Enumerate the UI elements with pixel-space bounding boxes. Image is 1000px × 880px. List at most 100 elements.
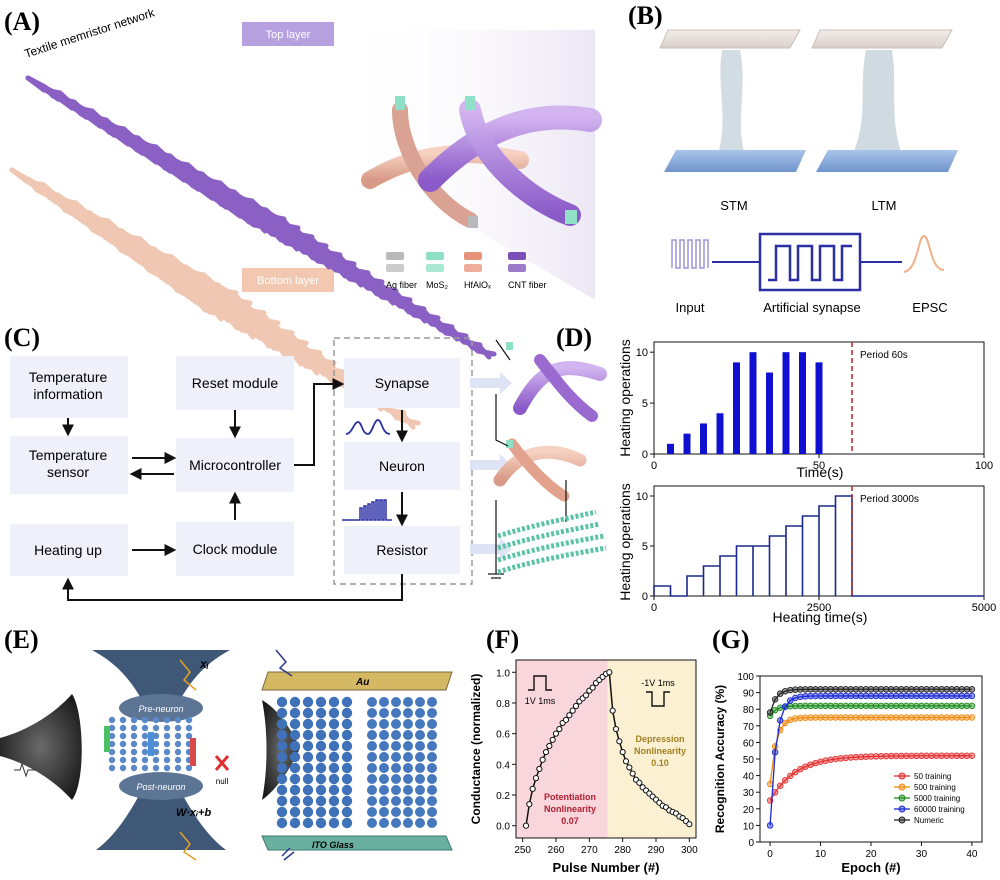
synapse-waveform <box>768 244 852 282</box>
xi-label: xᵢ <box>199 657 209 671</box>
series-point <box>862 753 870 760</box>
series-point <box>892 714 900 721</box>
series-point <box>908 752 915 760</box>
lattice-atom <box>174 748 182 756</box>
series-point <box>862 692 870 700</box>
lattice-atom <box>130 748 138 756</box>
lattice-atom <box>415 796 425 806</box>
bar <box>716 413 724 454</box>
series-point <box>938 714 945 721</box>
series-point <box>862 714 870 721</box>
lattice-atom <box>276 817 288 829</box>
series-point <box>948 714 955 721</box>
lattice-atom <box>276 751 288 763</box>
series-point <box>797 702 804 710</box>
series-point <box>877 714 885 721</box>
lattice-atom <box>141 716 149 724</box>
y-tick-label: 10 <box>743 821 755 832</box>
lattice-atom <box>391 807 401 817</box>
data-point <box>526 801 533 808</box>
series-point <box>787 686 794 694</box>
data-point <box>609 707 616 714</box>
x-tick-label: 2500 <box>807 602 831 614</box>
lattice-atom <box>427 730 437 740</box>
series-point <box>923 702 930 710</box>
series-point <box>908 702 915 710</box>
series-point <box>802 693 809 700</box>
series-point <box>928 752 935 760</box>
lattice-atom <box>415 741 425 751</box>
series-point <box>958 752 966 759</box>
y-tick-label: 0.8 <box>496 699 510 710</box>
series-point <box>968 686 976 693</box>
plot-frame <box>515 659 697 839</box>
lattice-atom <box>108 748 116 756</box>
series-line <box>769 705 972 717</box>
lattice-atom <box>427 708 437 718</box>
x-tick-label: 0 <box>651 602 657 614</box>
series-point <box>887 702 895 710</box>
synapse-box-label: Synapse <box>375 375 430 391</box>
panel-a: (A) Textile memristor network Top layer … <box>4 5 602 430</box>
x-tick-label: 280 <box>614 845 631 856</box>
lattice-atom <box>403 708 413 718</box>
series-point <box>958 692 966 700</box>
lattice-atom <box>328 773 340 785</box>
lattice-atom <box>302 817 314 829</box>
panel-f-letter: (F) <box>486 625 519 654</box>
lattice-atom <box>289 751 301 763</box>
data-point <box>522 822 530 829</box>
negative-pulse-icon <box>646 691 670 707</box>
lattice-atom <box>341 740 353 752</box>
bottom-layer-label: Bottom layer <box>257 275 319 287</box>
series-point <box>832 702 839 710</box>
lattice-atom <box>302 718 314 730</box>
lattice-atom <box>391 774 401 784</box>
x-tick-label: 30 <box>916 849 928 860</box>
series-point <box>837 702 844 710</box>
y-tick-label: 40 <box>743 772 755 783</box>
series-point <box>923 752 930 760</box>
data-point <box>542 748 550 756</box>
series-point <box>842 686 850 693</box>
series-point <box>797 714 804 722</box>
legend-label: 500 training <box>914 783 956 792</box>
lattice-atom <box>174 764 182 772</box>
data-point <box>629 770 636 777</box>
series-point <box>797 765 804 773</box>
lattice-atom <box>315 751 327 763</box>
box-heating-up <box>10 524 128 576</box>
lattice-atom <box>276 784 288 796</box>
series-point <box>857 753 865 761</box>
lattice-atom <box>403 741 413 751</box>
legend-swatch <box>508 252 526 260</box>
lattice-atom <box>391 796 401 806</box>
lattice-atom <box>403 697 413 707</box>
series-point <box>832 692 839 700</box>
series-point <box>963 702 971 710</box>
lattice-atom <box>415 697 425 707</box>
lattice-atom <box>427 774 437 784</box>
lattice-atom <box>141 748 149 756</box>
lattice-atom <box>403 752 413 762</box>
series-point <box>817 714 824 721</box>
lattice-atom <box>163 724 171 732</box>
series-point <box>812 714 819 721</box>
lattice-atom <box>276 718 288 730</box>
data-point <box>622 758 630 765</box>
data-point <box>532 775 540 782</box>
legend-marker <box>898 805 906 813</box>
series-point <box>958 686 966 693</box>
lattice-atom <box>341 762 353 774</box>
series-point <box>802 686 809 693</box>
lattice-atom <box>302 806 314 818</box>
series-point <box>812 686 819 693</box>
panel-a-letter: (A) <box>4 7 40 36</box>
y-tick-label: 10 <box>636 491 648 503</box>
lattice-atom <box>427 807 437 817</box>
lattice-atom <box>403 774 413 784</box>
series-point <box>807 686 814 693</box>
lattice-atom <box>119 724 127 732</box>
lattice-atom <box>289 773 301 785</box>
